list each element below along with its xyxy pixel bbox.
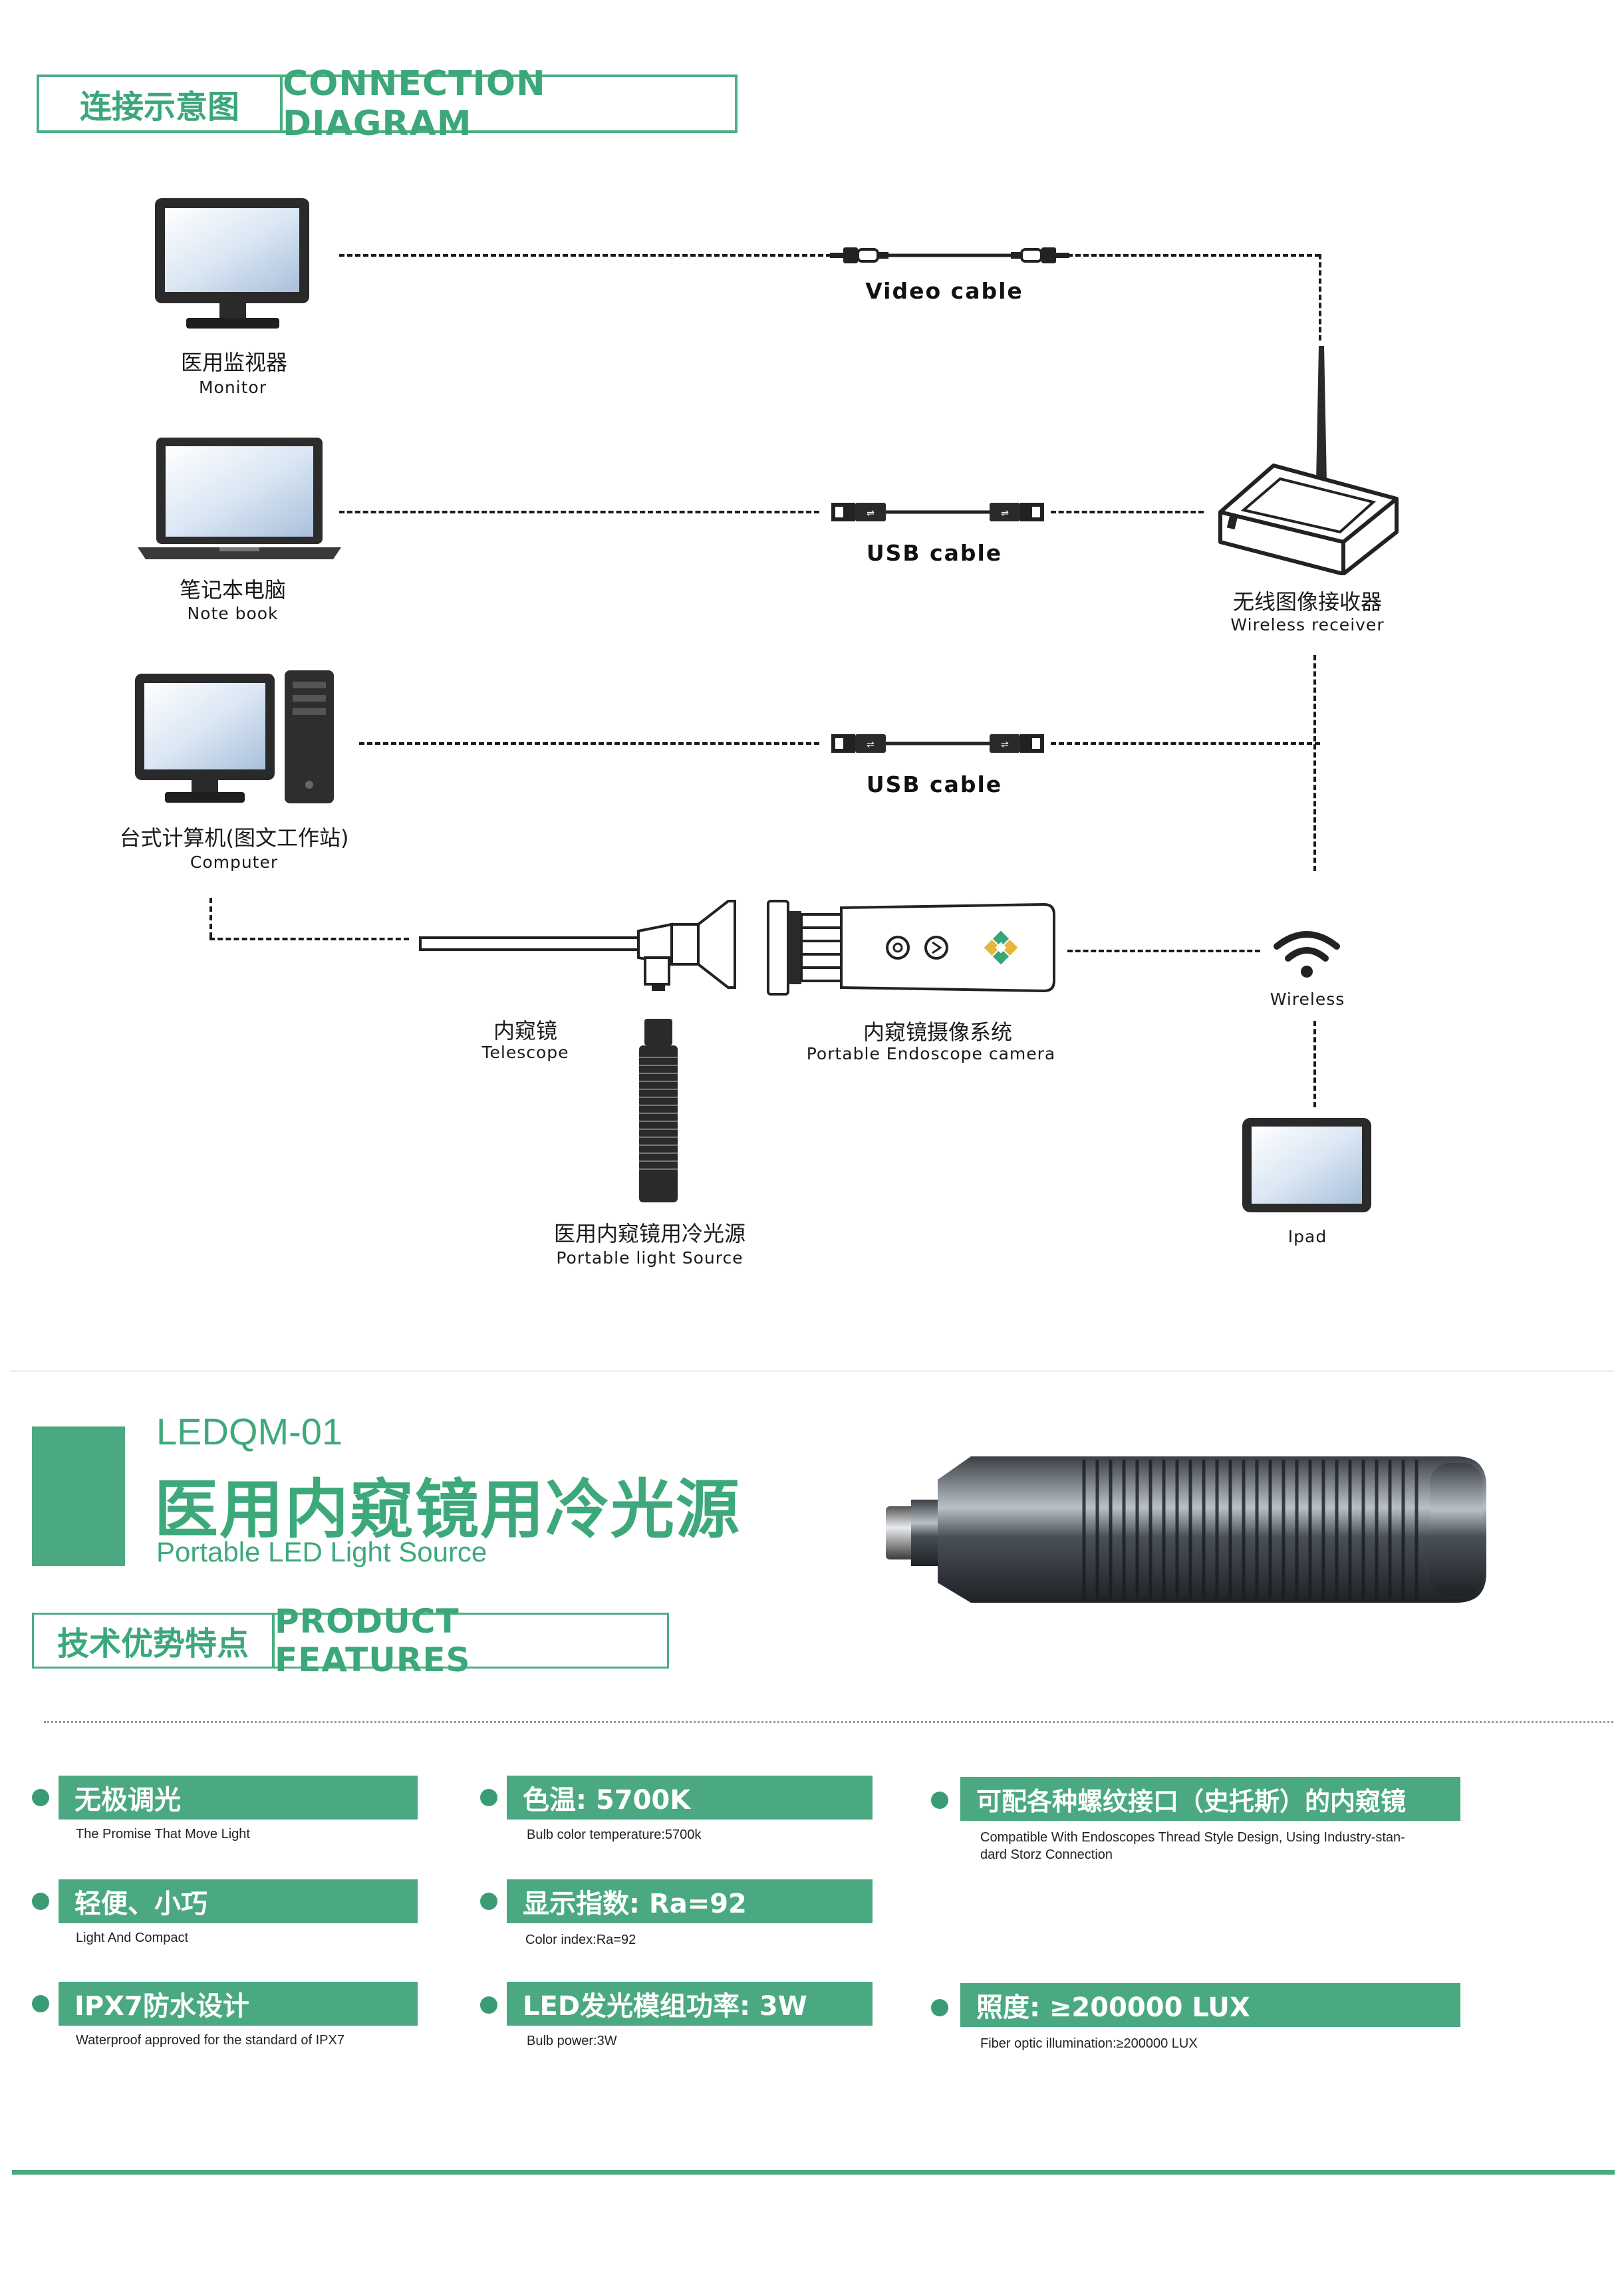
feature-title: LED发光模组功率: 3W xyxy=(507,1982,873,2026)
connection-header-en: CONNECTION DIAGRAM xyxy=(280,64,735,144)
usb2-line-right xyxy=(1051,742,1320,745)
wireless-line-down xyxy=(1313,1021,1316,1107)
camera-label-en: Portable Endoscope camera xyxy=(806,1044,1056,1063)
video-line-right xyxy=(1067,254,1320,257)
section-divider-top xyxy=(10,1370,1614,1372)
feature-sub: Bulb color temperature:5700k xyxy=(527,1827,702,1842)
receiver-label-cn: 无线图像接收器 xyxy=(1232,589,1383,614)
telescope-label-en: Telescope xyxy=(481,1043,569,1062)
desktop-computer-icon xyxy=(135,670,334,803)
product-model: LEDQM-01 xyxy=(156,1411,343,1452)
feature-bullet xyxy=(32,1995,49,2012)
usb-cable-icon-2: ⇌ ⇌ xyxy=(831,734,1044,753)
telescope-label-cn: 内窥镜 xyxy=(493,1018,558,1043)
notebook-label-en: Note book xyxy=(187,604,279,623)
video-line-down xyxy=(1319,254,1321,340)
connection-header-cn: 连接示意图 xyxy=(79,88,239,126)
video-cable-icon xyxy=(830,247,1069,263)
svg-text:⇌: ⇌ xyxy=(867,508,875,519)
video-line-left xyxy=(339,254,831,257)
usb1-line-left xyxy=(339,511,819,513)
camera-label-cn: 内窥镜摄像系统 xyxy=(863,1019,1013,1045)
telescope-icon xyxy=(419,900,736,991)
feature-title: 色温: 5700K xyxy=(507,1776,873,1820)
feature-title: IPX7防水设计 xyxy=(59,1982,418,2026)
wireless-label: Wireless xyxy=(1270,990,1345,1009)
computer-label-cn: 台式计算机(图文工作站) xyxy=(119,825,349,851)
monitor-label-en: Monitor xyxy=(198,378,267,397)
light-source-product-image xyxy=(886,1456,1486,1603)
feature-bullet xyxy=(480,1893,497,1910)
usb2-line-left xyxy=(359,742,819,745)
ipad-label: Ipad xyxy=(1287,1227,1327,1246)
svg-text:⇌: ⇌ xyxy=(1001,740,1009,750)
feature-title: 显示指数: Ra=92 xyxy=(507,1879,873,1923)
usb-cable-label-2: USB cable xyxy=(866,771,1003,797)
dotted-divider xyxy=(44,1721,1613,1723)
feature-sub: Fiber optic illumination:≥200000 LUX xyxy=(980,2036,1198,2051)
computer-line-right xyxy=(209,938,409,940)
features-header-cn: 技术优势特点 xyxy=(57,1625,249,1663)
bottom-rule xyxy=(12,2170,1615,2175)
receiver-line-down xyxy=(1313,655,1316,871)
light-source-label-en: Portable light Source xyxy=(556,1248,744,1268)
wireless-receiver-icon xyxy=(1218,346,1399,575)
usb-cable-icon-1: ⇌ ⇌ xyxy=(831,503,1044,521)
feature-bullet xyxy=(931,1792,948,1809)
product-features-header: 技术优势特点 PRODUCT FEATURES xyxy=(32,1602,669,1679)
usb-cable-label-1: USB cable xyxy=(866,540,1003,566)
product-title-cn: 医用内窥镜用冷光源 xyxy=(154,1472,741,1547)
light-source-label-cn: 医用内窥镜用冷光源 xyxy=(553,1221,746,1246)
feature-sub: Waterproof approved for the standard of … xyxy=(76,2033,344,2048)
feature-title: 无极调光 xyxy=(59,1776,418,1820)
monitor-icon xyxy=(155,198,309,329)
camera-line-right xyxy=(1067,950,1260,952)
feature-sub: Color index:Ra=92 xyxy=(525,1933,636,1947)
endoscope-camera-icon xyxy=(767,900,1055,996)
feature-bullet xyxy=(480,1789,497,1806)
connection-diagram-header: 连接示意图 CONNECTION DIAGRAM xyxy=(37,64,738,144)
feature-bullet xyxy=(32,1893,49,1910)
features-header-en: PRODUCT FEATURES xyxy=(272,1602,667,1679)
notebook-label-cn: 笔记本电脑 xyxy=(179,577,287,603)
feature-title: 可配各种螺纹接口（史托斯）的内窥镜 xyxy=(960,1777,1460,1821)
wifi-icon xyxy=(1274,931,1340,978)
feature-bullet xyxy=(32,1789,49,1806)
tablet-icon xyxy=(1242,1118,1371,1212)
feature-sub: The Promise That Move Light xyxy=(76,1827,250,1841)
product-title-en: Portable LED Light Source xyxy=(156,1536,487,1567)
receiver-label-en: Wireless receiver xyxy=(1230,615,1385,634)
video-cable-label: Video cable xyxy=(865,278,1023,304)
feature-sub-line2: dard Storz Connection xyxy=(980,1847,1113,1862)
light-source-small-icon xyxy=(639,1019,678,1202)
feature-bullet xyxy=(480,1996,497,2014)
computer-label-en: Computer xyxy=(190,853,279,872)
computer-line-down xyxy=(209,898,212,938)
monitor-label-cn: 医用监视器 xyxy=(180,350,288,375)
laptop-icon xyxy=(138,438,341,559)
feature-sub-line1: Compatible With Endoscopes Thread Style … xyxy=(980,1830,1405,1845)
feature-bullet xyxy=(931,1999,948,2016)
feature-title: 照度: ≥200000 LUX xyxy=(960,1983,1460,2027)
usb1-line-right xyxy=(1051,511,1204,513)
accent-block xyxy=(32,1426,125,1566)
feature-sub: Bulb power:3W xyxy=(527,2034,617,2048)
svg-text:⇌: ⇌ xyxy=(867,740,875,750)
feature-title: 轻便、小巧 xyxy=(59,1879,418,1923)
svg-text:⇌: ⇌ xyxy=(1001,508,1009,519)
feature-sub: Light And Compact xyxy=(76,1931,188,1945)
